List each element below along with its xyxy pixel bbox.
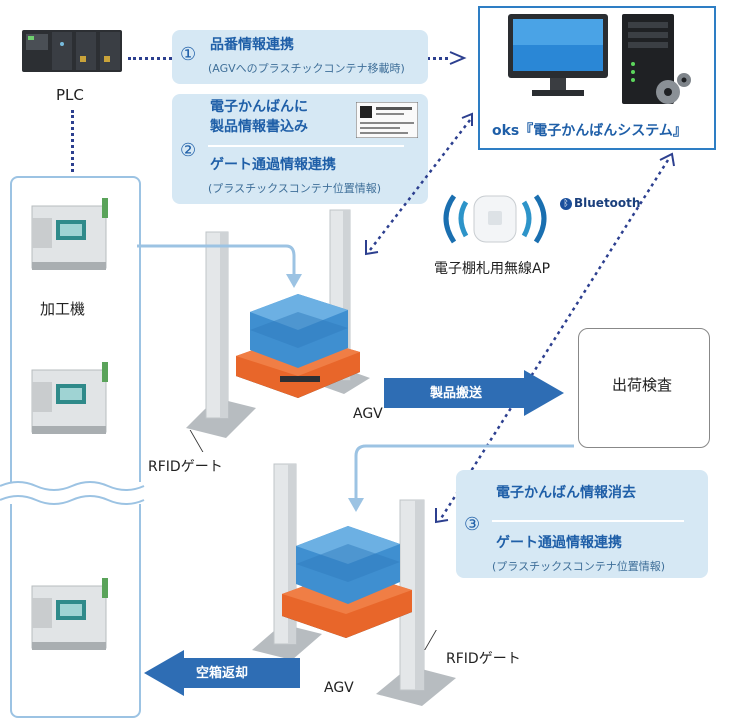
inspection-label: 出荷検査 bbox=[612, 376, 673, 394]
return-label: 空箱返却 bbox=[196, 666, 249, 681]
plc-connector bbox=[71, 110, 74, 172]
step3-number: ③ bbox=[464, 514, 481, 535]
step2-subtitle: (プラスチックスコンテナ位置情報) bbox=[208, 182, 382, 195]
step3-subtitle: (プラスチックスコンテナ位置情報) bbox=[492, 560, 666, 573]
step3-title2: ゲート通過情報連携 bbox=[496, 535, 622, 551]
step3-divider bbox=[492, 520, 684, 522]
rfid-gate-top-left bbox=[186, 228, 256, 438]
machine-icon bbox=[26, 196, 114, 276]
agv-bottom bbox=[282, 520, 412, 660]
bluetooth-label: Bluetooth bbox=[574, 196, 641, 210]
server-icon bbox=[618, 14, 694, 110]
ap-label: 電子棚札用無線AP bbox=[434, 261, 551, 277]
step2-divider bbox=[208, 145, 404, 147]
plc-device bbox=[22, 26, 122, 74]
step2-number: ② bbox=[180, 140, 197, 161]
epaper-tag-icon bbox=[355, 101, 419, 139]
step3-title: 電子かんばん情報消去 bbox=[496, 485, 636, 501]
wireless-ap-icon bbox=[432, 184, 558, 254]
break-wave bbox=[0, 481, 150, 505]
system-label: oks『電子かんばんシステム』 bbox=[492, 123, 687, 139]
step1-subtitle: (AGVへのプラスチックコンテナ移載時) bbox=[208, 62, 405, 75]
return-arrow bbox=[144, 650, 300, 696]
machine-icon bbox=[26, 576, 114, 656]
agv-top-label: AGV bbox=[353, 406, 383, 422]
bluetooth-icon: ᛒ bbox=[560, 198, 572, 210]
step2-title-line2: 製品情報書込み bbox=[210, 119, 308, 135]
agv-bottom-label: AGV bbox=[324, 680, 354, 696]
step1-title: 品番情報連携 bbox=[210, 37, 294, 53]
plc-system-arrowhead bbox=[449, 51, 467, 65]
agv-top bbox=[236, 290, 360, 420]
step2-title-line1: 電子かんばんに bbox=[210, 99, 308, 115]
rfid-gate-top-label: RFIDゲート bbox=[148, 459, 223, 475]
transport-arrow bbox=[384, 370, 564, 416]
monitor-icon bbox=[508, 14, 608, 100]
rfid-gate-bottom-label: RFIDゲート bbox=[446, 651, 521, 667]
step2-title2: ゲート通過情報連携 bbox=[210, 157, 336, 173]
step3-box bbox=[456, 470, 708, 578]
plc-label: PLC bbox=[56, 86, 84, 104]
transport-label: 製品搬送 bbox=[430, 386, 483, 401]
step1-number: ① bbox=[180, 44, 197, 65]
machines-label: 加工機 bbox=[40, 300, 86, 318]
machine-icon bbox=[26, 360, 114, 440]
step1-box bbox=[172, 30, 428, 84]
inspection-box bbox=[578, 328, 710, 448]
